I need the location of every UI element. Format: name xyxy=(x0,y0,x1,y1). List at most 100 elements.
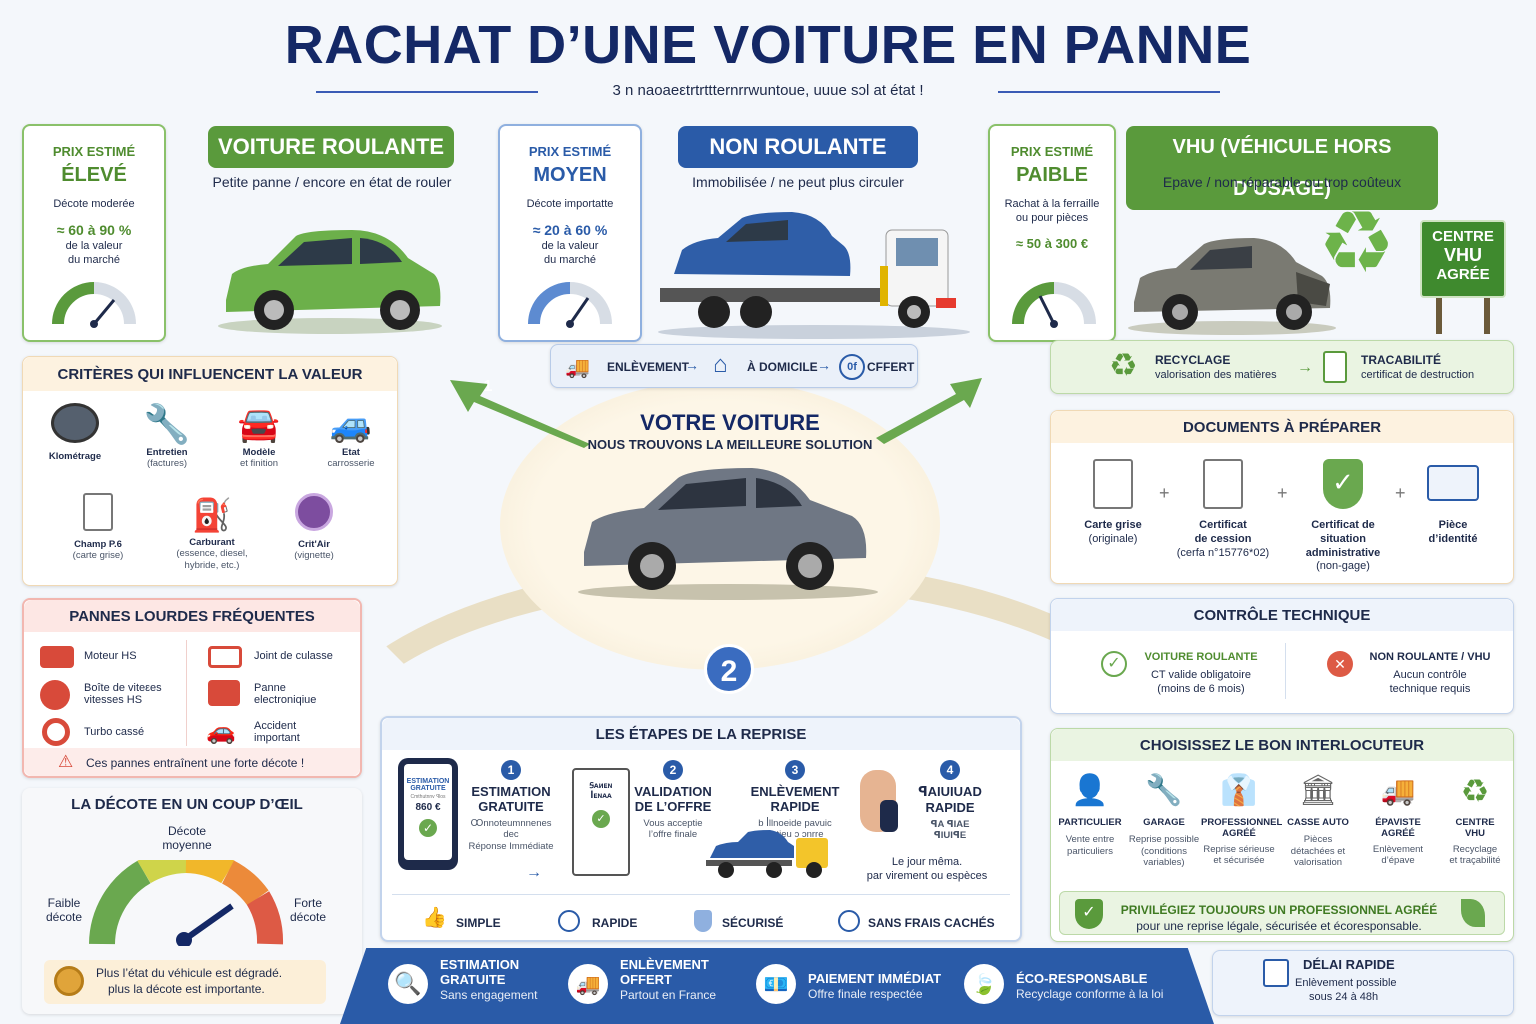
price-card-medium: PRIX ESTIMÉ MOYEN Décote importatte ≈ 20… xyxy=(498,124,642,342)
step-desc: b ꟾllnoeide pavuic xyxy=(758,818,832,829)
step-4: 4 ꟼAIUIUAD RAPIDE ꟼA ꟼIAE ꟼIUIꟼE xyxy=(900,760,1000,842)
wreck-car-icon xyxy=(1128,238,1336,335)
page-title: RACHAT D’UNE VOITURE EN PANNE xyxy=(284,15,1252,75)
interloc-heading: PROFESSIONNEL xyxy=(1201,817,1283,828)
interloc-desc: Reprise possible xyxy=(1128,834,1200,846)
interloc-desc: variables) xyxy=(1143,857,1185,869)
step-title: ꟼAIUIUAD xyxy=(918,784,982,799)
range-sub2: du marché xyxy=(544,254,596,266)
clipboard-icon xyxy=(1323,351,1347,383)
arrow-right-path xyxy=(876,378,982,444)
doc-sublabel: (cerfa n°15776*02) xyxy=(1176,546,1270,559)
bottom-heading: ÉCO-RESPONSABLE xyxy=(1016,971,1148,986)
center-title: VOTRE VOITURE xyxy=(640,410,820,435)
carte-grise-icon xyxy=(1093,459,1133,509)
car-front-icon: 🚘 xyxy=(237,406,281,444)
doc-item: Carte grise (originale) xyxy=(1071,459,1155,547)
sign-post xyxy=(1484,298,1490,334)
desc-roulante: Petite panne / encore en état de rouler xyxy=(212,174,452,190)
recycle-h: RECYCLAGE xyxy=(1155,353,1231,367)
step-desc: Réponse Immédiate xyxy=(468,840,554,852)
step-number: 3 xyxy=(785,760,805,780)
interloc-heading: CASSE AUTO xyxy=(1287,817,1349,828)
doc-item: Pièce d’identité xyxy=(1411,459,1495,547)
range-value: ≈ 50 à 300 € xyxy=(1015,236,1089,251)
stopwatch-icon xyxy=(558,910,580,932)
interloc-desc: particuliers xyxy=(1067,845,1113,857)
leaf-icon: 🍃 xyxy=(964,964,1004,1004)
arrow-right-icon: → xyxy=(526,864,542,881)
check-icon: ✓ xyxy=(592,810,610,828)
interloc-heading: VHU xyxy=(1464,828,1486,840)
step-desc: Ꝏnnoteumnnenes dec xyxy=(470,818,552,841)
doc-label: Pièce xyxy=(1438,519,1468,531)
check-icon: ✓ xyxy=(419,819,437,837)
criteria-card: CRITÈRES QUI INFLUENCENT LA VALEUR Klomé… xyxy=(22,356,398,586)
sign-line: AGRÉE xyxy=(1436,266,1490,283)
bottom-item: ENLÈVEMENT OFFERT Partout en France xyxy=(620,957,717,1002)
phone-text: Cmthutnnv ꟼlos xyxy=(410,794,446,800)
criteria-item: Crit'Air (vignette) xyxy=(269,493,359,562)
range-value: ≈ 20 à 60 % xyxy=(532,222,608,238)
bottom-sub: Partout en France xyxy=(620,987,717,1002)
step-desc: ꟼA ꟼIAE xyxy=(930,819,970,830)
bottom-heading: OFFERT xyxy=(620,971,672,987)
bottom-item: ESTIMATION GRATUITE Sans engagement xyxy=(440,957,537,1002)
panne-label: Accident xyxy=(254,720,297,732)
garage-building-icon: 🏛 xyxy=(1298,774,1338,807)
delai-card: DÉLAI RAPIDE Enlèvement possible sous 24… xyxy=(1212,950,1514,1016)
badge-securise: SÉCURISÉ xyxy=(722,916,784,930)
panne-label: Turbo cassé xyxy=(84,726,145,738)
green-car-icon xyxy=(218,230,442,334)
trace-s: certificat de destruction xyxy=(1361,369,1475,381)
doc-label: d’identité xyxy=(1428,532,1478,545)
phone-text: GRATUITE xyxy=(410,785,446,792)
accident-icon: 🚗 xyxy=(206,718,236,745)
pannes-card: PANNES LOURDES FRÉQUENTES Moteur HS Join… xyxy=(22,598,362,778)
price-level: MOYEN xyxy=(533,164,607,186)
interloc-heading: ÉPAVISTE xyxy=(1375,817,1421,828)
zero-euro-icon: 0f xyxy=(839,354,865,380)
price-tag: PRIX ESTIMÉ xyxy=(528,144,612,159)
range-value: ≈ 60 à 90 % xyxy=(56,222,132,238)
trace-h: TRACABILITÉ xyxy=(1361,353,1441,367)
turbo-icon xyxy=(42,718,70,746)
shield-check-icon: ✓ xyxy=(1075,899,1103,929)
criteria-item: 🔧 Entretien (factures) xyxy=(123,403,211,470)
step-2-marker: 2 xyxy=(704,644,754,694)
step-title: VALIDATION xyxy=(634,784,712,799)
interloc-desc: Vente entre xyxy=(1065,834,1115,846)
thumbs-up-icon: 👍 xyxy=(422,907,447,929)
price-level: ÉLEVÉ xyxy=(61,164,127,186)
interloc-heading: CENTRE xyxy=(1455,817,1495,828)
wrench-icon: 🔧 xyxy=(143,404,191,446)
desc-vhu: Epave / non réparable ou trop coûteux xyxy=(1162,174,1402,190)
cross-circle-icon: ✕ xyxy=(1327,651,1353,677)
pill-voiture-roulante: VOITURE ROULANTE xyxy=(208,126,454,168)
pro-heading: PRIVILÉGIEZ TOUJOURS UN PROFESSIONNEL AG… xyxy=(1120,903,1438,917)
criteria-sublabel: (factures) xyxy=(146,458,188,470)
desc-non-roulante: Immobilisée / ne peut plus circuler xyxy=(692,174,904,190)
doc-text: ꟾᴇɴᴀᴀ xyxy=(590,791,612,800)
bottom-item: PAIEMENT IMMÉDIAT Offre finale respectée xyxy=(808,971,941,1001)
delai-text: Enlèvement possible xyxy=(1295,977,1397,989)
interloc-desc: et sécurisée xyxy=(1213,855,1265,867)
ct-title: CONTRÔLE TECHNIQUE xyxy=(1193,607,1371,624)
gauge-label: Forte xyxy=(293,896,322,910)
pickup-a: ENLÈVEMENT xyxy=(607,360,690,374)
clipboard-icon: Ꟊᴀᴎᴇɴ ꟾᴇɴᴀᴀ ✓ xyxy=(572,768,630,876)
price-level: PAIBLE xyxy=(1016,164,1088,186)
decote-note: Plus l’état du véhicule est dégradé. xyxy=(96,966,283,980)
doc-label: Certificat de xyxy=(1311,519,1375,531)
step-title: ESTIMATION xyxy=(471,784,551,799)
document-icon xyxy=(83,493,113,531)
step-desc: ꟼIUIꟼE xyxy=(933,830,967,842)
etapes-title: LES ÉTAPES DE LA REPRISE xyxy=(595,726,807,743)
interloc-item: 👤 PARTICULIER Vente entre particuliers xyxy=(1053,771,1127,857)
step-title: GRATUITE xyxy=(478,799,544,814)
doc-item: Certificat de cession (cerfa n°15776*02) xyxy=(1171,459,1275,560)
interloc-heading: PARTICULIER xyxy=(1058,817,1122,828)
criteria-sublabel: (carte grise) xyxy=(72,550,124,562)
badge-simple: SIMPLE xyxy=(456,916,501,930)
criteria-item: 🚘 Modèle et finition xyxy=(215,403,303,470)
